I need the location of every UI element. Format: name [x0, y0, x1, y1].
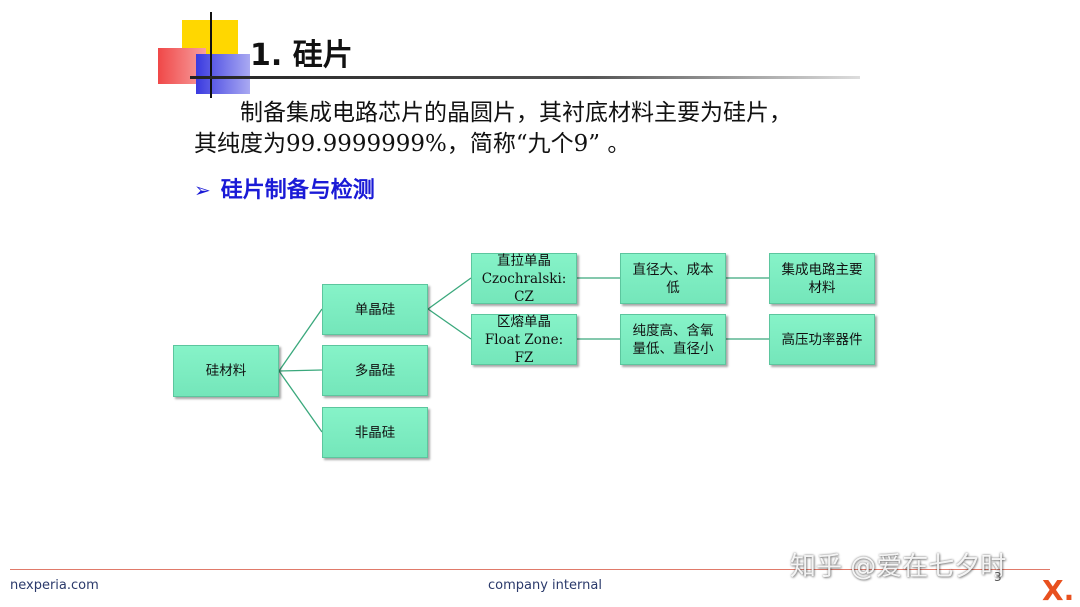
node-label-line1: 高压功率器件 — [781, 331, 863, 348]
node-fz-method: 区熔单晶 Float Zone: FZ — [471, 313, 577, 366]
footer-classification: company internal — [488, 578, 602, 593]
node-fz-feature: 纯度高、含氧 量低、直径小 — [620, 314, 726, 365]
page-number: 3 — [994, 570, 1002, 584]
node-label-line2: Czochralski: CZ — [481, 270, 567, 305]
node-label-line2: Float Zone: FZ — [484, 331, 564, 366]
node-label-line1: 直径大、成本 — [632, 261, 714, 278]
deco-vertical-line — [210, 12, 212, 98]
node-cz-feature: 直径大、成本 低 — [620, 253, 726, 304]
node-label: 硅材料 — [205, 363, 247, 379]
connector-root-amorphous — [278, 370, 323, 433]
node-label: 单晶硅 — [354, 301, 396, 318]
arrow-bullet-icon: ➢ — [194, 178, 211, 202]
node-label-line2: 低 — [666, 279, 680, 296]
title-underline — [190, 76, 860, 79]
footer-website: nexperia.com — [10, 578, 99, 593]
connector-mono-fz — [427, 308, 472, 340]
node-label: 多晶硅 — [354, 362, 396, 379]
connector-mono-cz — [427, 277, 472, 310]
node-label-line1: 集成电路主要 — [781, 261, 863, 278]
connector-root-poly — [278, 369, 323, 372]
node-cz-method: 直拉单晶 Czochralski: CZ — [471, 252, 577, 305]
node-label-line1: 区熔单晶 — [497, 313, 551, 330]
node-fz-application: 高压功率器件 — [769, 314, 875, 365]
paragraph-line-1: 制备集成电路芯片的晶圆片，其衬底材料主要为硅片， — [240, 100, 792, 126]
section-heading-text: 硅片制备与检测 — [220, 178, 375, 203]
paragraph-line-2: 其纯度为99.9999999%，简称“九个9” 。 — [194, 131, 631, 157]
node-cz-application: 集成电路主要 材料 — [769, 253, 875, 304]
page-title: 1. 硅片 — [250, 38, 353, 73]
node-polycrystalline: 多晶硅 — [322, 345, 428, 396]
node-label-line2: 量低、直径小 — [632, 340, 714, 357]
connector-root-mono — [278, 308, 323, 372]
node-label-line1: 纯度高、含氧 — [632, 322, 714, 339]
node-label-line2: 材料 — [808, 279, 836, 296]
node-amorphous: 非晶硅 — [322, 407, 428, 458]
deco-blue-square — [196, 54, 250, 94]
node-monocrystalline: 单晶硅 — [322, 284, 428, 335]
footer-divider — [10, 569, 1050, 570]
node-silicon-material: 硅材料 — [173, 345, 279, 397]
intro-paragraph: 制备集成电路芯片的晶圆片，其衬底材料主要为硅片， 其纯度为99.9999999%… — [194, 98, 854, 160]
nexperia-logo-icon: X. — [1042, 574, 1075, 607]
node-label-line1: 直拉单晶 — [497, 252, 551, 269]
node-label: 非晶硅 — [354, 424, 396, 441]
section-heading: ➢ 硅片制备与检测 — [194, 172, 375, 204]
watermark: 知乎 @爱在七夕时 — [790, 552, 1007, 582]
